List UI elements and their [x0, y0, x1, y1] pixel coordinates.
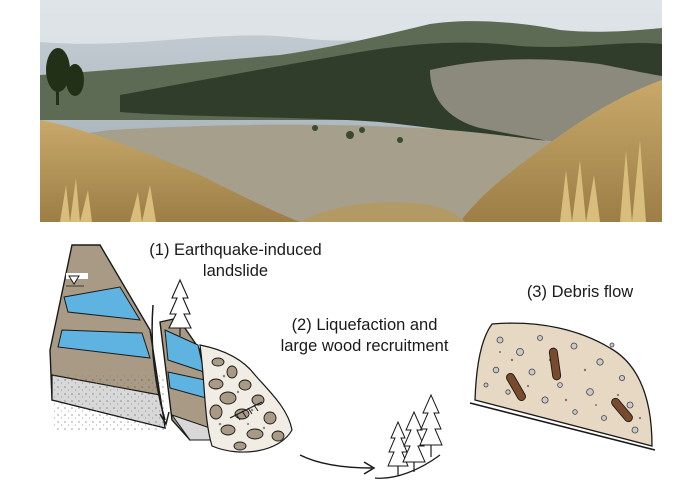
water-table-triangle-icon — [66, 273, 88, 287]
debris-pile — [199, 344, 293, 453]
conifer-tree-icon — [402, 410, 426, 472]
conifer-tree-icon — [387, 420, 409, 476]
ground-line — [374, 454, 441, 479]
step2-label-line1: (2) Liquefaction and — [291, 316, 438, 334]
debris-flow-body — [469, 322, 656, 451]
conifer-tree-icon — [419, 393, 443, 457]
layered-hillslope — [49, 244, 166, 430]
flow-arrow-icon — [151, 304, 170, 426]
step1-label-line2: landslide — [202, 262, 269, 280]
step2-label-line2: large wood recruitment — [280, 337, 449, 355]
step1-label-line1: (1) Earthquake-induced — [149, 241, 322, 259]
large-wood-log — [506, 347, 633, 423]
failed-slope — [159, 317, 211, 441]
conifer-tree-icon — [168, 278, 192, 336]
step3-label: (3) Debris flow — [526, 283, 634, 301]
flow-arrow-icon — [299, 454, 376, 475]
landscape-photo — [40, 0, 662, 222]
